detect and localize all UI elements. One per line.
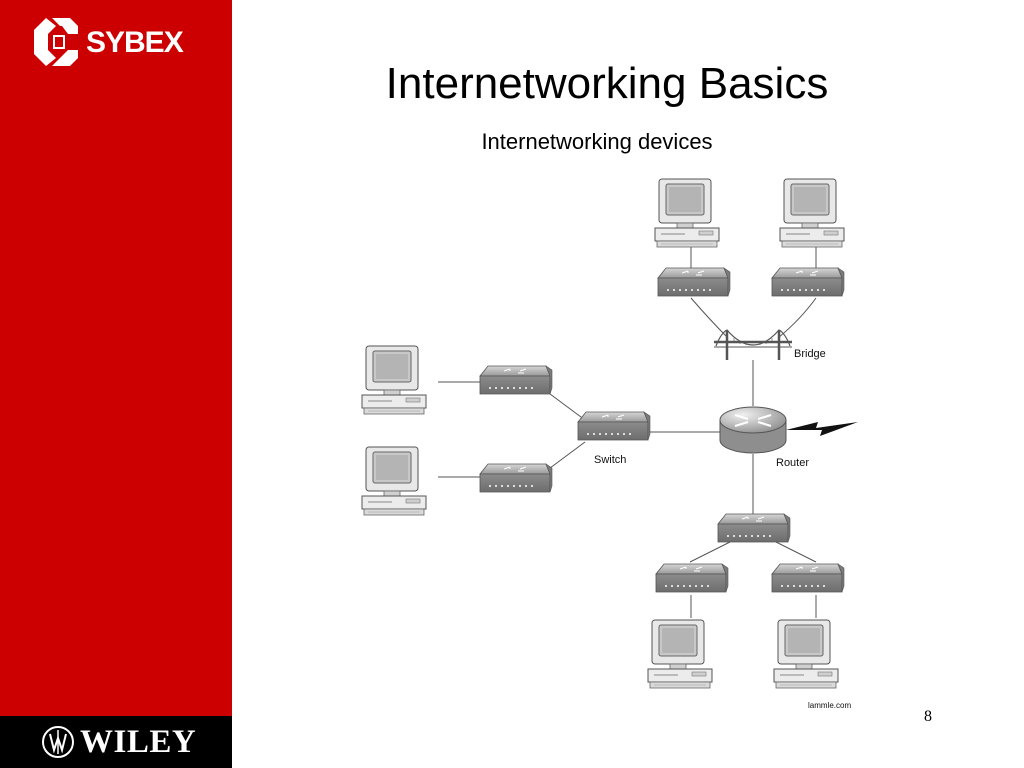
wan-lightning-icon bbox=[786, 422, 858, 436]
bridge-icon bbox=[714, 329, 792, 360]
switch-icon bbox=[577, 411, 651, 441]
hub-bottom-right bbox=[771, 563, 845, 593]
slide-title: Internetworking Basics bbox=[385, 59, 829, 108]
pc-bottom-left bbox=[647, 619, 713, 689]
pc-middle-upper bbox=[361, 345, 427, 415]
router-label: Router bbox=[776, 457, 809, 469]
wiley-wordmark: WILEY bbox=[80, 724, 197, 760]
pc-top-left bbox=[654, 178, 720, 248]
pc-bottom-right bbox=[773, 619, 839, 689]
sybex-wordmark: SYBEX bbox=[86, 26, 184, 59]
pc-top-right bbox=[779, 178, 845, 248]
wiley-footer-bar bbox=[0, 716, 232, 768]
hub-bottom-left bbox=[655, 563, 729, 593]
switch-label: Switch bbox=[594, 454, 626, 466]
hub-middle-lower bbox=[479, 463, 553, 493]
red-sidebar bbox=[0, 0, 232, 716]
page-number: 8 bbox=[924, 708, 932, 725]
sybex-logo-icon bbox=[34, 18, 78, 66]
bridge-label: Bridge bbox=[794, 348, 826, 360]
hub-top-left bbox=[657, 267, 731, 297]
network-diagram: Bridge Switch Router lammle.com bbox=[361, 178, 858, 710]
hub-top-right bbox=[771, 267, 845, 297]
slide-subtitle: Internetworking devices bbox=[481, 129, 713, 154]
connection-lines bbox=[438, 245, 817, 618]
router-icon bbox=[719, 406, 787, 454]
hub-bottom-center bbox=[717, 513, 791, 543]
hub-middle-upper bbox=[479, 365, 553, 395]
credit-text: lammle.com bbox=[808, 701, 851, 710]
wiley-emblem-icon bbox=[42, 726, 74, 758]
pc-middle-lower bbox=[361, 446, 427, 516]
